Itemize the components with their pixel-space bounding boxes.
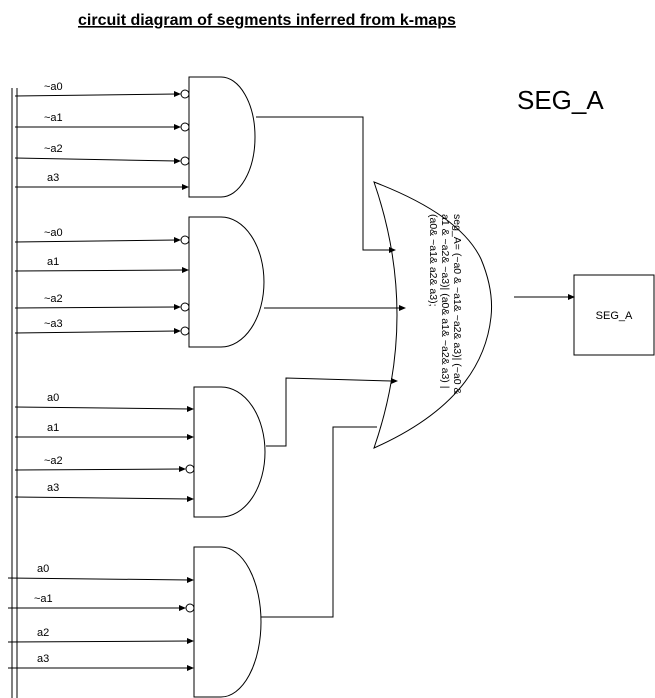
and-gate-2 (188, 216, 265, 348)
and-gate-3-inversion-bubble-3 (185, 464, 195, 474)
wire-gate4-to-or (261, 426, 377, 618)
and-gate-1-input-3-label: ~a2 (44, 143, 63, 155)
and-gate-2-input-3-label: ~a2 (44, 293, 63, 305)
and-gate-2-input-2-arrowhead (182, 267, 189, 273)
and-gate-2-input-1-wire (14, 239, 178, 243)
and-gate-4 (193, 546, 262, 698)
segment-heading: SEG_A (517, 85, 604, 115)
and-gate-2-inversion-bubble-4 (180, 326, 190, 336)
and-gate-3 (193, 386, 266, 518)
and-gate-3-input-1-arrowhead (187, 406, 194, 412)
and-gate-2-input-1-arrowhead (174, 237, 181, 243)
arrowhead-or-3 (391, 378, 398, 384)
and-gate-4-input-2-label: ~a1 (34, 593, 53, 605)
and-gate-1-inversion-bubble-3 (180, 156, 190, 166)
and-gate-4-input-3-arrowhead (187, 638, 194, 644)
and-gate-1-input-3-wire (14, 157, 178, 162)
and-gate-4-input-4-label: a3 (37, 653, 49, 665)
diagram-title: circuit diagram of segments inferred fro… (78, 12, 456, 29)
and-gate-3-input-4-arrowhead (187, 496, 194, 502)
arrowhead-or-2 (399, 305, 406, 311)
wire-gate1-to-or (256, 116, 390, 251)
expression-line-1: seg_A= (~a0 & ~a1& ~a2& a3)| (~a0 & (451, 214, 463, 394)
and-gate-2-input-3-arrowhead (174, 304, 181, 310)
arrowhead-output (568, 294, 575, 300)
and-gate-4-input-2-arrowhead (179, 605, 186, 611)
expression-line-2: a1 & ~a2& ~a3)| (a0& a1& ~a2& a3) | (439, 214, 451, 388)
and-gate-3-input-4-wire (14, 496, 191, 500)
and-gate-1-input-1-wire (14, 93, 178, 97)
and-gate-1-input-4-label: a3 (47, 172, 59, 184)
and-gate-4-inversion-bubble-2 (185, 603, 195, 613)
and-gate-3-input-3-label: ~a2 (44, 455, 63, 467)
and-gate-1-input-3-arrowhead (174, 158, 181, 164)
and-gate-4-input-1-wire (7, 577, 191, 581)
and-gate-2-inversion-bubble-1 (180, 235, 190, 245)
and-gate-2-input-4-label: ~a3 (44, 318, 63, 330)
and-gate-2-input-4-arrowhead (174, 328, 181, 334)
and-gate-2-input-2-label: a1 (47, 256, 59, 268)
gate-inputs: ~a0 ~a1 ~a2 a3 ~a0 a1 ~a2 ~a3 a0 a1 ~a2 a3 a0 ~a1 a2 a3 (7, 81, 195, 671)
and-gate-4-input-4-arrowhead (187, 665, 194, 671)
arrowhead-or-1 (389, 247, 396, 253)
and-gate-3-input-3-arrowhead (179, 466, 186, 472)
wire-gate3-to-or (266, 377, 393, 447)
and-gate-3-input-4-label: a3 (47, 482, 59, 494)
and-gate-2-input-2-wire (14, 269, 186, 272)
and-gate-1-input-1-arrowhead (174, 91, 181, 97)
and-gate-1-input-2-label: ~a1 (44, 112, 63, 124)
output-box (573, 274, 655, 356)
and-gate-2-input-3-wire (14, 306, 178, 309)
or-gate-expression: seg_A= (~a0 & ~a1& ~a2& a3)| (~a0 & a1 &… (427, 214, 463, 394)
and-gate-3-input-2-arrowhead (187, 434, 194, 440)
and-gate-1-input-4-arrowhead (182, 184, 189, 190)
and-gate-4-input-3-wire (7, 640, 191, 643)
and-gate-2-inversion-bubble-3 (180, 302, 190, 312)
and-gate-1 (188, 76, 256, 198)
and-gate-3-input-2-label: a1 (47, 422, 59, 434)
expression-line-3: (a0& ~a1& a2& a3); (427, 214, 439, 307)
and-gate-1-input-1-label: ~a0 (44, 81, 63, 93)
and-gate-3-input-1-label: a0 (47, 392, 59, 404)
and-gate-1-inversion-bubble-2 (180, 122, 190, 132)
and-gate-3-input-3-wire (14, 468, 183, 471)
and-gate-1-input-2-arrowhead (174, 124, 181, 130)
or-gate (373, 181, 492, 449)
and-gate-4-input-1-arrowhead (187, 577, 194, 583)
and-gate-4-input-3-label: a2 (37, 627, 49, 639)
and-gate-2-input-1-label: ~a0 (44, 227, 63, 239)
and-gate-2-input-4-wire (14, 330, 178, 334)
output-box-label: SEG_A (596, 310, 633, 322)
and-gate-4-input-1-label: a0 (37, 563, 49, 575)
and-gate-3-input-1-wire (14, 406, 191, 410)
and-gate-1-inversion-bubble-1 (180, 89, 190, 99)
